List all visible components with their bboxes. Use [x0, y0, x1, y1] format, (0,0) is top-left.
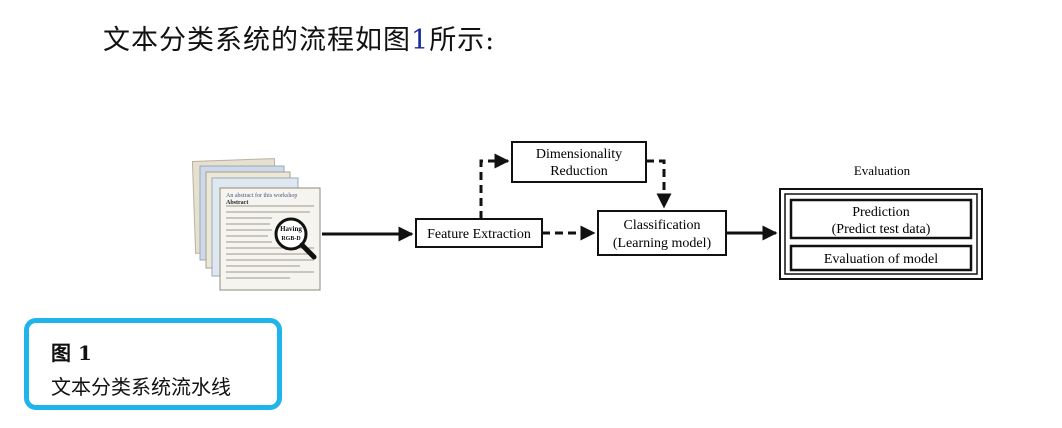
- figure-reference-link[interactable]: 1: [411, 25, 430, 56]
- dimensionality-reduction-node: Dimensionality Reduction: [511, 141, 647, 183]
- prediction-label-line2: (Predict test data): [832, 222, 931, 237]
- figure-caption-box: 图 1 文本分类系统流水线: [24, 318, 282, 410]
- feature-extraction-label: Feature Extraction: [427, 227, 531, 242]
- feature-extraction-node: Feature Extraction: [415, 218, 543, 248]
- classification-label-line1: Classification: [624, 218, 701, 233]
- arrow-dimred-to-classification: [646, 159, 672, 209]
- dimred-label-line1: Dimensionality: [536, 147, 622, 162]
- evaluation-of-model-label: Evaluation of model: [824, 252, 938, 267]
- prediction-label-line1: Prediction: [852, 205, 910, 220]
- classification-label-line2: (Learning model): [613, 236, 712, 251]
- prediction-node: [789, 198, 973, 240]
- evaluation-of-model-node: [789, 244, 973, 272]
- classification-node: Classification (Learning model): [597, 210, 727, 256]
- evaluation-title: Evaluation: [854, 163, 911, 178]
- arrow-feature-to-dimred: [479, 153, 510, 219]
- intro-text-before: 文本分类系统的流程如图: [103, 25, 411, 56]
- document-stack-image: An abstract for this workshop Abstract H…: [191, 158, 321, 291]
- magnifier-word: Having: [280, 225, 302, 233]
- dimred-label-line2: Reduction: [550, 164, 608, 179]
- magnifier-icon: [274, 217, 308, 251]
- figure-caption-text: 文本分类系统流水线: [51, 375, 231, 399]
- intro-sentence: 文本分类系统的流程如图1所示:: [103, 18, 495, 57]
- intro-text-after: 所示:: [429, 25, 496, 56]
- doc-heading-text: An abstract for this workshop: [226, 192, 297, 199]
- figure-caption-label: 图 1: [51, 341, 92, 365]
- evaluation-group: Prediction (Predict test data) Evaluatio…: [779, 188, 983, 280]
- magnifier-subword: RGB-D: [281, 236, 301, 242]
- doc-abstract-text: Abstract: [226, 200, 248, 206]
